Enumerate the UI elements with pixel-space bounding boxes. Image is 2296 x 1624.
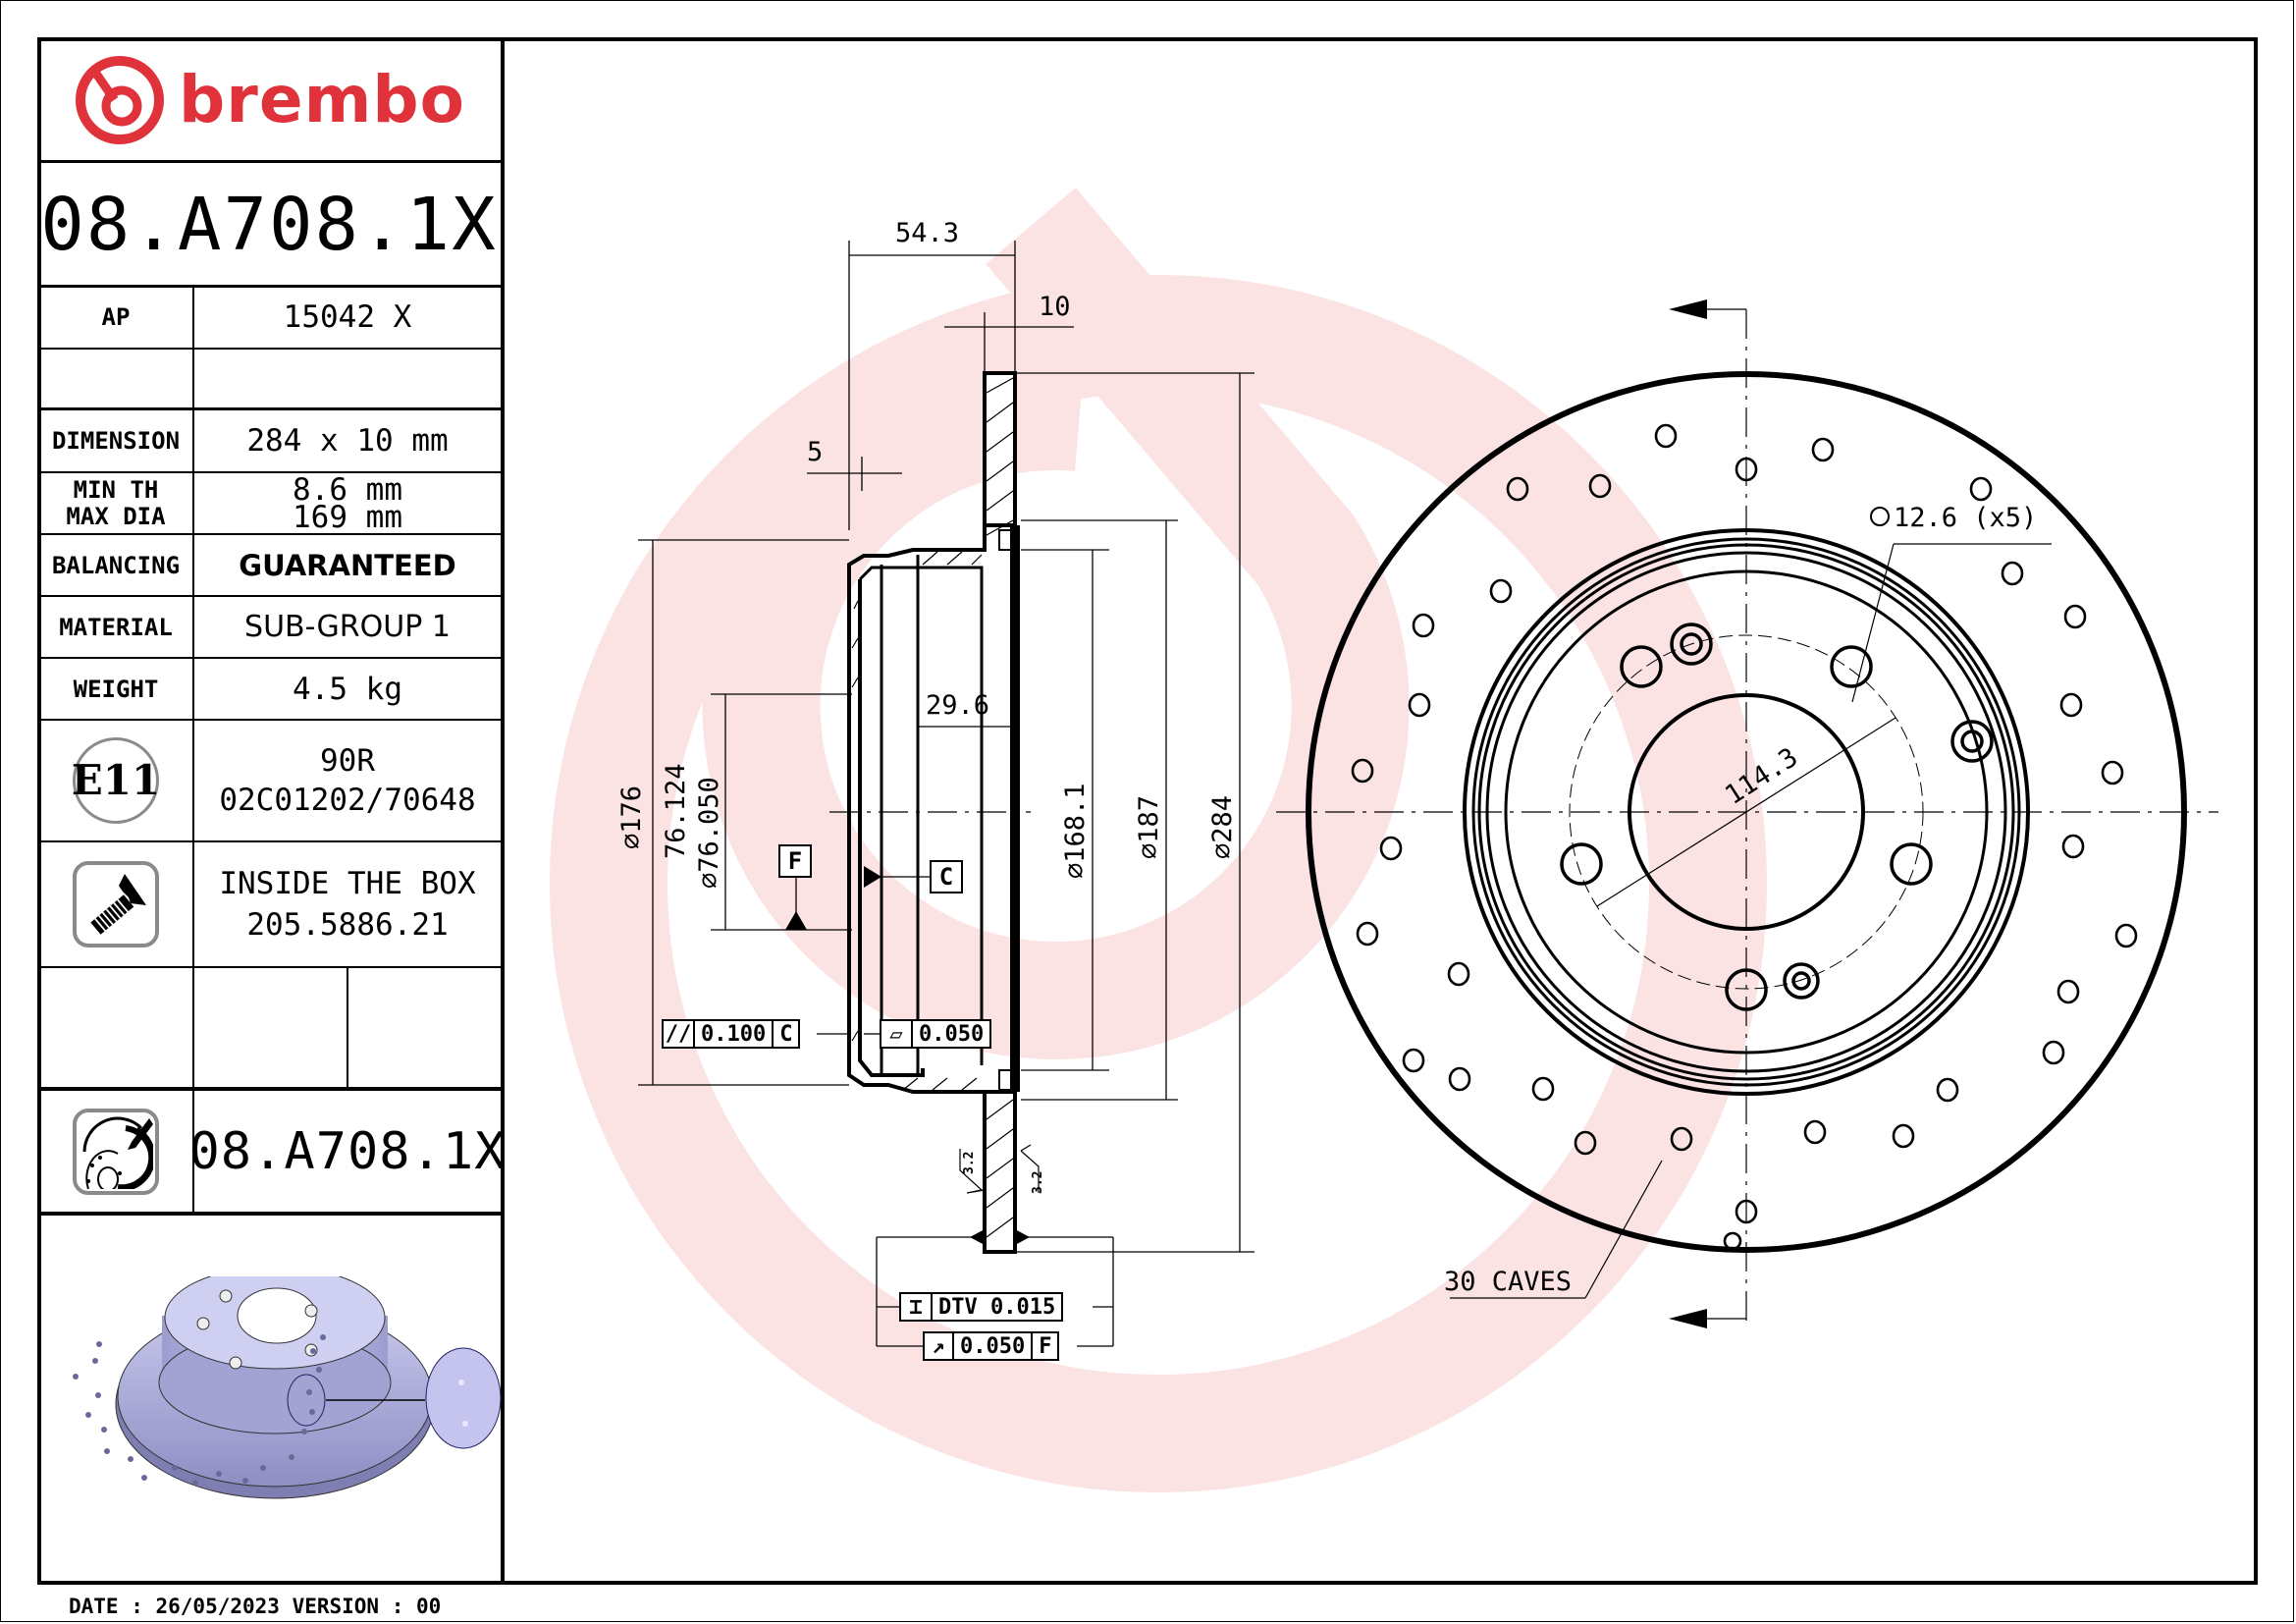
- runout-value: 0.050: [954, 1333, 1034, 1359]
- parallelism-datum: C: [779, 1021, 793, 1047]
- dimension-label: DIMENSION: [51, 427, 181, 455]
- dim-centre-bore: 76.124 ⌀76.050: [660, 763, 726, 889]
- screw-icon: [73, 861, 159, 947]
- dim-hat-wall: 5: [807, 437, 824, 467]
- disc-3d-render: [73, 1276, 502, 1499]
- dtv-tolerance: ⌶ DTV 0.015: [899, 1292, 1064, 1322]
- brand-name: brembo: [179, 62, 465, 137]
- dim-centre-bore-min: ⌀76.050: [694, 777, 724, 889]
- dim-centre-bore-max: 76.124: [661, 763, 691, 859]
- bolt-hole-note: 12.6 (x5): [1870, 503, 2037, 533]
- roughness-left: 3.2: [962, 1151, 977, 1174]
- ap-value: 15042 X: [283, 299, 412, 335]
- drill-holes-note: 30 CAVES: [1444, 1267, 1573, 1297]
- weight-label: WEIGHT: [73, 676, 159, 703]
- e11-cell: E11: [37, 721, 194, 840]
- balancing-label: BALANCING: [51, 552, 181, 579]
- ap-label: AP: [101, 303, 131, 331]
- inside-box-line2: 205.5886.21: [246, 907, 449, 943]
- thickness-variation-icon: ⌶: [901, 1294, 933, 1320]
- max-dia-value: 169 mm: [293, 500, 402, 535]
- parallelism-icon: //: [664, 1021, 695, 1047]
- homologation-line2: 02C01202/70648: [219, 783, 476, 818]
- balancing-value: GUARANTEED: [239, 549, 456, 582]
- runout-icon: ↗: [925, 1333, 954, 1359]
- weight-value: 4.5 kg: [293, 672, 402, 707]
- inside-box-line1: INSIDE THE BOX: [219, 866, 476, 901]
- part-number: 08.A708.1X: [40, 182, 498, 267]
- drawing-frame: [37, 37, 2258, 1585]
- screw-cell: [37, 842, 194, 966]
- runout-datum: F: [1039, 1333, 1052, 1359]
- flatness-icon: ▱: [881, 1021, 913, 1047]
- inside-box-values: INSIDE THE BOX 205.5886.21: [194, 842, 501, 966]
- flatness-value: 0.050: [919, 1021, 985, 1047]
- homologation-values: 90R 02C01202/70648: [194, 721, 501, 840]
- min-max-labels: MIN TH MAX DIA: [37, 473, 194, 534]
- runout-tolerance: ↗ 0.050 F: [923, 1331, 1060, 1361]
- min-th-label: MIN TH: [73, 476, 159, 504]
- max-dia-label: MAX DIA: [66, 503, 166, 530]
- min-max-values: 8.6 mm 169 mm: [194, 473, 501, 534]
- disc-cell: [37, 1091, 194, 1213]
- parallelism-tolerance: // 0.100 C: [662, 1019, 801, 1049]
- datum-c: C: [930, 860, 963, 893]
- title-block: brembo 08.A708.1X AP 15042 X DIMENSION 2…: [37, 37, 507, 1585]
- dim-overall-height: 54.3: [895, 218, 960, 248]
- dim-hat-depth: 29.6: [926, 690, 990, 721]
- dim-disc-thickness: 10: [1039, 292, 1071, 322]
- brake-disc-icon: [73, 1109, 159, 1195]
- dim-dia-176: ⌀176: [616, 785, 647, 849]
- date-version: DATE : 26/05/2023 VERSION : 00: [69, 1595, 442, 1618]
- datum-f: F: [778, 844, 812, 878]
- homologation-line1: 90R: [320, 743, 375, 779]
- e11-homologation-badge: E11: [72, 737, 160, 824]
- parallelism-value: 0.100: [695, 1021, 774, 1047]
- dim-dia-168: ⌀168.1: [1060, 783, 1091, 879]
- dim-dia-284: ⌀284: [1207, 794, 1238, 859]
- flatness-tolerance: ▱ 0.050: [880, 1019, 992, 1049]
- logo-row: brembo: [37, 37, 501, 162]
- brembo-logo-icon: [76, 55, 165, 144]
- material-label: MATERIAL: [59, 614, 173, 641]
- roughness-right: 3.2: [1031, 1170, 1045, 1194]
- min-th-value: 8.6 mm: [293, 472, 402, 508]
- drawing-number: 08.A708.1X: [188, 1122, 507, 1181]
- dtv-value: DTV 0.015: [938, 1294, 1056, 1320]
- material-value: SUB-GROUP 1: [244, 610, 451, 644]
- dim-dia-187: ⌀187: [1134, 794, 1164, 859]
- dimension-value: 284 x 10 mm: [246, 423, 449, 459]
